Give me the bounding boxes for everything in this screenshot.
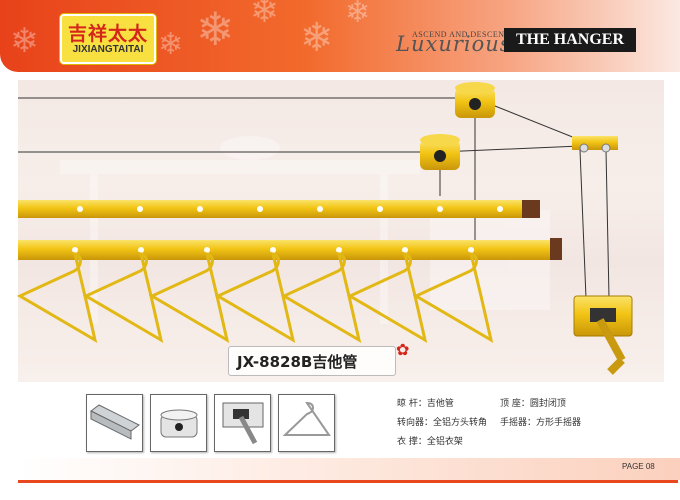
rail-hole [468,247,474,253]
rail-hole [497,206,503,212]
rail-hole [138,247,144,253]
rail-hole [197,206,203,212]
flower-icon: ✿ [396,340,410,359]
hanger [412,251,494,344]
rail-lower [18,238,562,260]
snowflake-icon: ❄ [158,27,184,62]
rail-hole [204,247,210,253]
model-label-box [228,346,396,376]
hanger [280,251,362,344]
tagline-script: Luxurious [396,32,512,56]
rail-hole [317,206,323,212]
rail-upper [18,200,540,218]
spec-corner: 转向器：全铝方头转角 [397,418,488,428]
rail-hole [377,206,383,212]
snowflake-icon: ❄ [250,0,279,31]
model-name: JX-8828B吉他管 [237,353,358,371]
crank-icon [222,402,264,445]
thumbnail-top-mount[interactable] [150,394,207,452]
corner-pulley [572,136,618,153]
hanger [148,251,230,344]
snowflake-icon: ❄ [300,15,334,61]
thumbnail-guitar-tube[interactable] [86,394,143,452]
cables [18,97,610,299]
snowflake-icon: ❄ [196,2,235,56]
hand-crank [573,295,633,375]
rail-hole [137,206,143,212]
round-mount-icon [160,409,198,438]
rail-hole [437,206,443,212]
hanger [346,251,428,344]
spec-crank: 手摇器：方形手摇器 [500,418,582,428]
rail-hole [257,206,263,212]
rail-hole [402,247,408,253]
thumbnail-hand-crank[interactable] [214,394,271,452]
hanger [16,251,98,344]
rail-profile-icon [90,404,140,440]
brand-logo: 吉祥太太 JIXIANGTAITAI [60,14,156,64]
rail-hole [270,247,276,253]
top-mount-2 [420,134,460,170]
rail-hole [77,206,83,212]
spec-top-mount: 顶 座：圆封闭顶 [500,399,566,409]
snowflake-icon: ❄ [10,21,39,61]
logo-chinese: 吉祥太太 [67,23,148,45]
hanger [214,251,296,344]
logo-english: JIXIANGTAITAI [72,44,144,55]
spec-hanger: 衣 撑：全铝衣架 [397,437,463,447]
top-mount-1 [455,82,495,118]
spec-rail: 晾 杆：吉他管 [397,399,454,409]
footer-bar [18,458,680,480]
rail-hole [336,247,342,253]
rail-hole [72,247,78,253]
thumbnail-hanger[interactable] [278,394,335,452]
snowflake-icon: ❄ [345,0,371,30]
hanger [82,251,164,344]
tagline-title: THE HANGER [504,28,636,52]
page-number: PAGE 08 [622,462,655,471]
hanger-icon [282,401,331,436]
footer-line [18,480,678,483]
tagline-small: ASCEND AND DESCEND [412,30,511,39]
